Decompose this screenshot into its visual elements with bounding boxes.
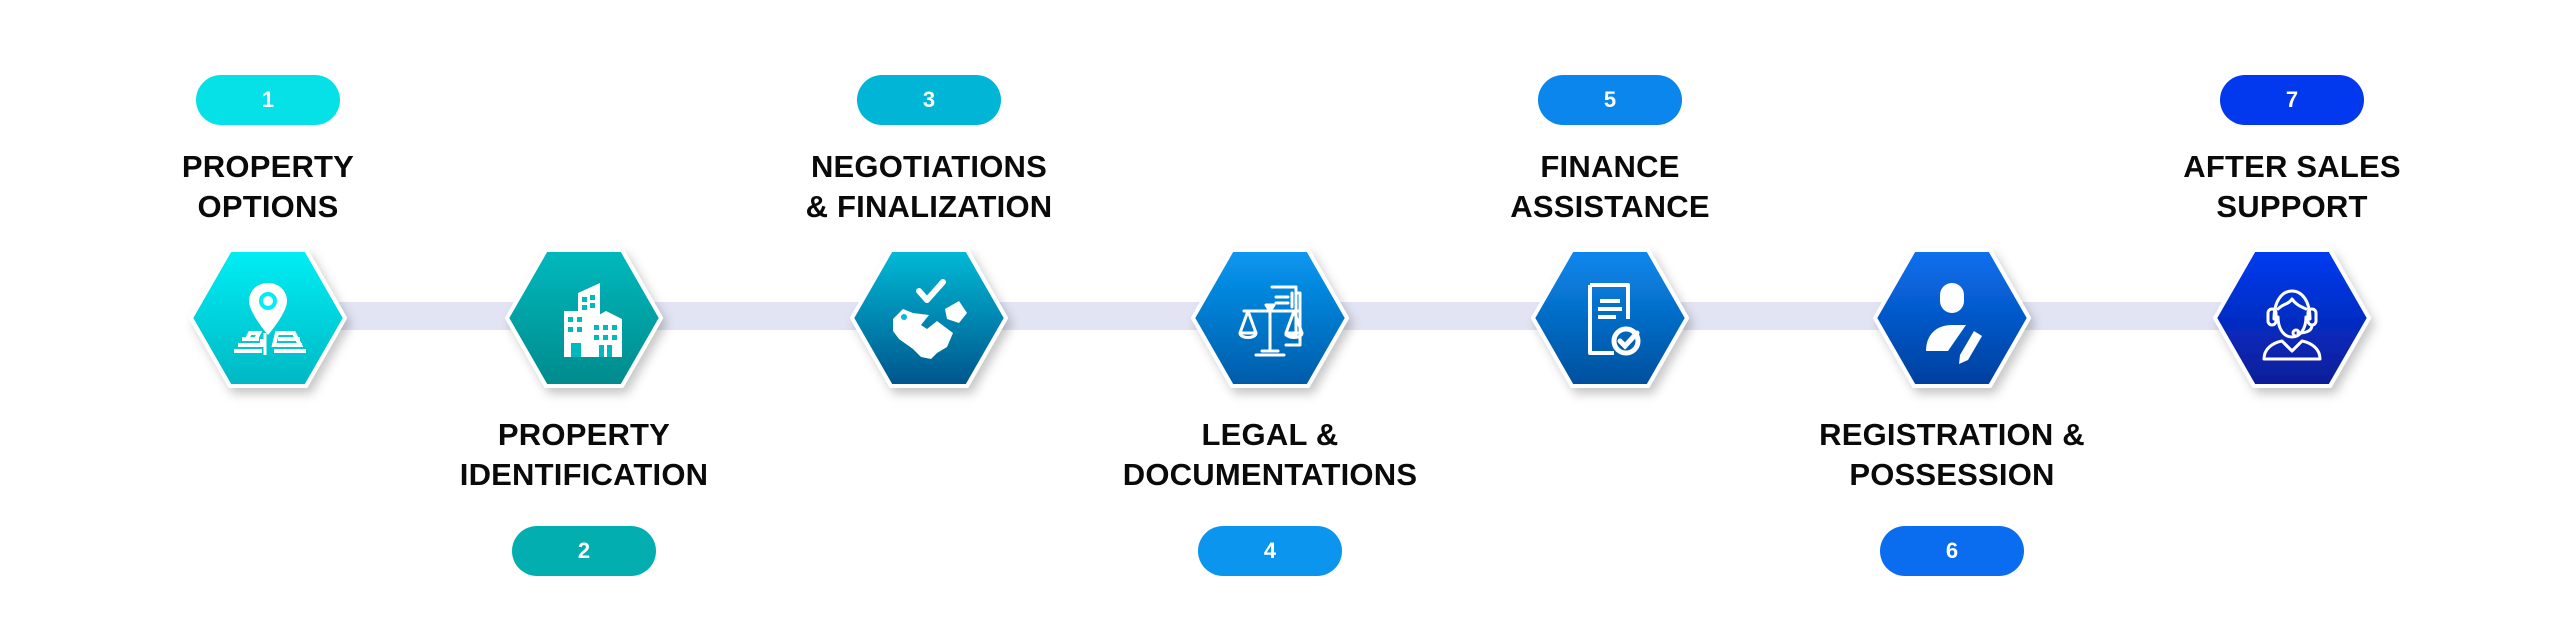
step-title-line: IDENTIFICATION	[459, 457, 709, 492]
step-hexagon	[504, 247, 664, 389]
step-hexagon	[1530, 247, 1690, 389]
step-number-badge: 4	[1198, 526, 1342, 576]
step-6: 6 REGISTRATION & POSSESSION	[1782, 0, 2122, 640]
hexagon-shape	[2213, 248, 2371, 388]
step-title-line: REGISTRATION &	[1819, 417, 2085, 452]
buildings-icon	[564, 283, 622, 357]
step-number-badge: 2	[512, 526, 656, 576]
step-hexagon	[849, 247, 1009, 389]
step-number-badge: 7	[2220, 75, 2364, 125]
map-pin-icon	[234, 283, 306, 355]
step-hexagon	[188, 247, 348, 389]
step-title-line: PROPERTY	[497, 417, 671, 452]
step-title-line: PROPERTY	[181, 149, 355, 184]
step-number-badge: 3	[857, 75, 1001, 125]
step-title: AFTER SALES SUPPORT	[2122, 147, 2462, 227]
step-2: 2 PROPERTY IDENTIFICATION	[414, 0, 754, 640]
step-4: 4 LEGAL & DOCUMENTATIONS	[1100, 0, 1440, 640]
hexagon-shape	[1873, 248, 2031, 388]
step-hexagon	[2212, 247, 2372, 389]
step-number-badge: 5	[1538, 75, 1682, 125]
step-title-line: POSSESSION	[1849, 457, 2055, 492]
hexagon-shape	[850, 248, 1008, 388]
step-title-line: NEGOTIATIONS	[810, 149, 1048, 184]
step-title-line: ASSISTANCE	[1510, 189, 1710, 224]
step-title: NEGOTIATIONS & FINALIZATION	[759, 147, 1099, 227]
step-title-line: LEGAL &	[1201, 417, 1339, 452]
step-title-line: & FINALIZATION	[805, 189, 1053, 224]
step-title-line: AFTER SALES	[2183, 149, 2401, 184]
handshake-check-icon	[893, 279, 967, 359]
step-title: REGISTRATION & POSSESSION	[1782, 415, 2122, 495]
approved-document-icon	[1588, 283, 1641, 356]
step-number-badge: 6	[1880, 526, 2024, 576]
step-number-badge: 1	[196, 75, 340, 125]
step-title-line: FINANCE	[1540, 149, 1680, 184]
user-edit-icon	[1926, 283, 1982, 364]
step-title: LEGAL & DOCUMENTATIONS	[1100, 415, 1440, 495]
step-title: FINANCE ASSISTANCE	[1440, 147, 1780, 227]
step-title-line: OPTIONS	[197, 189, 339, 224]
step-hexagon	[1190, 247, 1350, 389]
step-hexagon	[1872, 247, 2032, 389]
step-title: PROPERTY OPTIONS	[98, 147, 438, 227]
scales-document-icon	[1238, 285, 1304, 357]
step-title: PROPERTY IDENTIFICATION	[414, 415, 754, 495]
step-title-line: SUPPORT	[2216, 189, 2368, 224]
step-title-line: DOCUMENTATIONS	[1122, 457, 1418, 492]
support-agent-icon	[2262, 289, 2322, 361]
